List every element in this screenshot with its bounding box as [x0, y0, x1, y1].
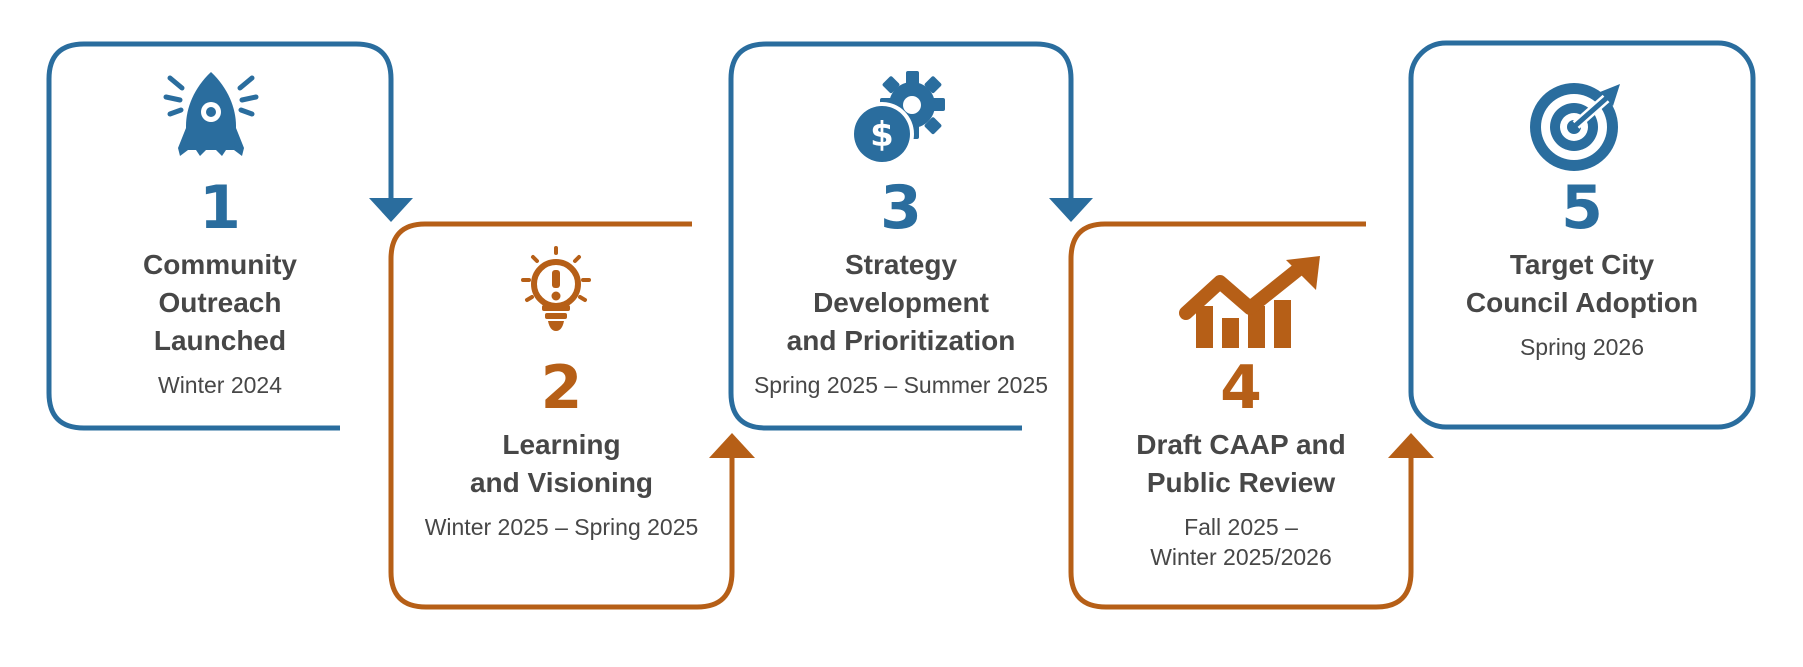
- step-3-frame: [728, 41, 1074, 431]
- step-date: Winter 2024: [157, 372, 282, 398]
- step-date: Spring 2025 – Summer 2025: [753, 372, 1049, 398]
- step-2: 2 Learning and Visioning Winter 2025 – S…: [391, 356, 732, 542]
- step-number: 4: [1220, 353, 1262, 423]
- step-title: Learning and Visioning: [469, 429, 654, 498]
- step-5-frame: [1408, 40, 1756, 430]
- step-date: Winter 2025 – Spring 2025: [424, 514, 699, 540]
- step-number: 2: [540, 353, 583, 423]
- step-number: 1: [199, 173, 241, 243]
- dollar-gear-icon: $: [850, 71, 945, 166]
- step-1: 1 Community Outreach Launched Winter 202…: [49, 176, 391, 400]
- step-1-arrow: [369, 198, 413, 222]
- step-title: Draft CAAP and Public Review: [1136, 429, 1346, 498]
- step-4-frame: [1068, 221, 1414, 610]
- rocket-icon: [163, 72, 259, 156]
- step-4: 4 Draft CAAP and Public Review Fall 2025…: [1071, 356, 1411, 572]
- step-title: Target City Council Adoption: [1465, 249, 1699, 318]
- step-5: 5 Target City Council Adoption Spring 20…: [1411, 176, 1753, 362]
- step-3: 3 Strategy Development and Prioritizatio…: [731, 176, 1071, 400]
- growth-chart-icon: [1179, 256, 1320, 348]
- step-4-arrow: [1388, 433, 1434, 458]
- step-number: 5: [1561, 173, 1603, 243]
- step-2-frame: [388, 221, 735, 610]
- step-2-arrow: [709, 433, 755, 458]
- step-date: Fall 2025 – Winter 2025/2026: [1150, 514, 1332, 570]
- step-1-frame: [46, 41, 394, 431]
- step-number: 3: [880, 173, 922, 243]
- step-date: Spring 2026: [1519, 334, 1645, 360]
- lightbulb-exclamation-icon: [521, 246, 591, 331]
- step-3-arrow: [1049, 198, 1093, 222]
- svg-text:$: $: [870, 115, 894, 155]
- step-title: Strategy Development and Prioritization: [786, 249, 1016, 356]
- step-title: Community Outreach Launched: [143, 249, 297, 356]
- target-icon: [1530, 83, 1620, 171]
